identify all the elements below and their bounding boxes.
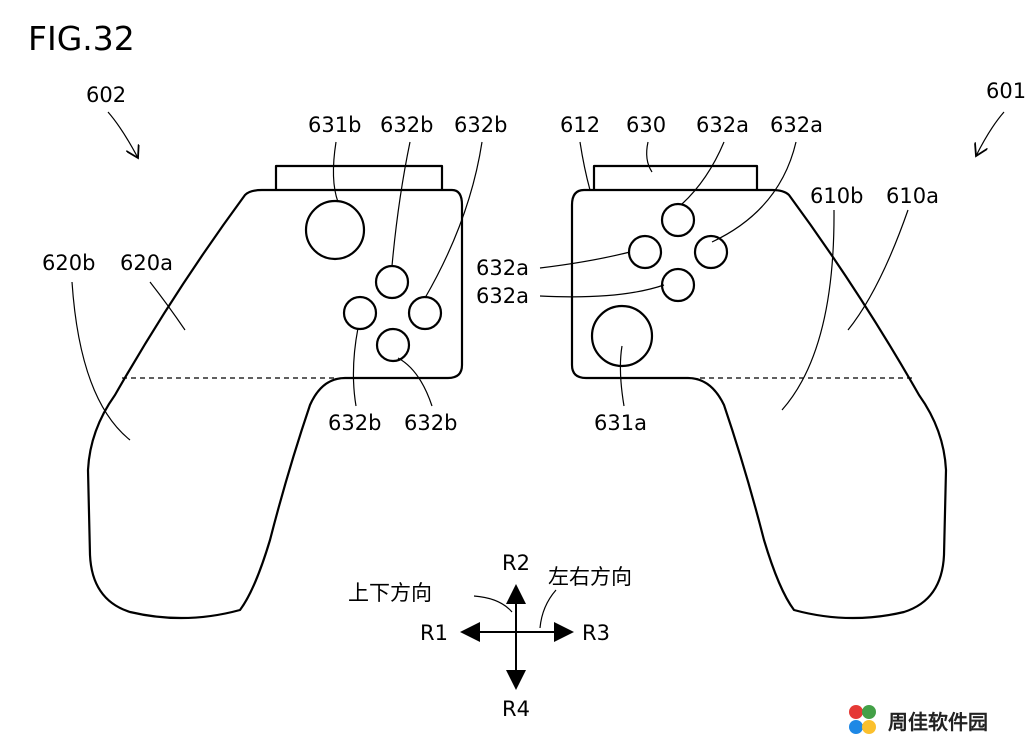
reference-labels: 602 601 631b 632b 632b 632b 632b 620b 62… [42, 79, 1026, 435]
right-button-up [660, 202, 696, 238]
watermark: 周佳软件园 [842, 700, 988, 740]
label-632b-top: 632b [380, 113, 433, 137]
label-620a: 620a [120, 251, 173, 275]
label-602: 602 [86, 83, 126, 107]
leader-lines [71, 111, 1005, 441]
watermark-text: 周佳软件园 [888, 709, 988, 734]
label-632b-right: 632b [454, 113, 507, 137]
right-button-right [693, 234, 729, 270]
right-controller-body [570, 188, 948, 620]
vertical-direction-label: 上下方向 [348, 581, 432, 605]
direction-r2-label: R2 [502, 551, 530, 575]
watermark-logo-icon [849, 705, 876, 734]
right-rail [592, 164, 759, 190]
label-632a-left-2: 632a [476, 284, 529, 308]
left-rail [274, 164, 444, 190]
label-632a-right: 632a [770, 113, 823, 137]
right-controller [570, 164, 948, 620]
label-620b: 620b [42, 251, 95, 275]
label-632b-bottom-right: 632b [404, 411, 457, 435]
label-631b: 631b [308, 113, 361, 137]
label-632a-left-1: 632a [476, 256, 529, 280]
direction-indicator: R2 R4 R1 R3 上下方向 左右方向 [348, 551, 632, 721]
right-button-left [627, 234, 663, 270]
horizontal-direction-label: 左右方向 [548, 565, 632, 589]
label-610a: 610a [886, 184, 939, 208]
direction-r4-label: R4 [502, 697, 530, 721]
right-analog-stick-631a [590, 304, 654, 368]
label-612: 612 [560, 113, 600, 137]
left-button-up [374, 264, 410, 300]
left-analog-stick-631b [304, 199, 366, 261]
left-button-left [342, 295, 378, 331]
left-controller [86, 164, 464, 620]
left-controller-body [86, 188, 464, 620]
left-button-down [375, 327, 411, 363]
label-631a: 631a [594, 411, 647, 435]
figure-label: FIG.32 [28, 19, 135, 58]
label-632a-top: 632a [696, 113, 749, 137]
label-601: 601 [986, 79, 1026, 103]
label-610b: 610b [810, 184, 863, 208]
label-630: 630 [626, 113, 666, 137]
left-button-right [407, 295, 443, 331]
direction-r1-label: R1 [420, 621, 448, 645]
label-632b-bottom-left: 632b [328, 411, 381, 435]
right-button-down [660, 267, 696, 303]
direction-r3-label: R3 [582, 621, 610, 645]
